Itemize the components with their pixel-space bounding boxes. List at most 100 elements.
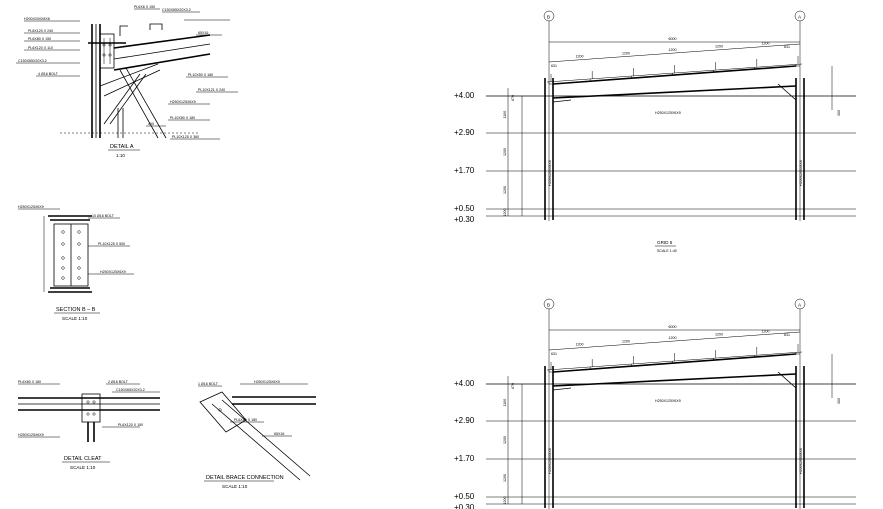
level-label: +4.00 [454, 91, 475, 100]
rise-dimension: 300 [837, 110, 841, 116]
span-dimension: 6000 [669, 325, 677, 329]
column-label: H200X200X8X8 [548, 160, 552, 186]
axis-label: B [547, 303, 550, 308]
section-bb-label: H250X125X6X9 [100, 270, 126, 274]
left-dimension: 1200 [503, 186, 507, 194]
detail-a-label: C150X65X20X3.2 [162, 8, 191, 12]
left-dimension: 1200 [503, 474, 507, 482]
detail-a-label: PL6X120 X 110 [28, 46, 53, 50]
detail-a-label: H200X200X8X8 [24, 17, 50, 21]
purlin-spacing: 1200 [761, 41, 769, 45]
span-dimension: 6000 [669, 37, 677, 41]
detail-cleat-scale: SCALE 1:10 [70, 465, 96, 470]
level-label: +0.30 [454, 503, 475, 509]
purlin-icon [713, 70, 718, 73]
detail-a-label: C150X65X20X3.2 [18, 59, 47, 63]
edge-dimension: 631 [784, 45, 790, 49]
detail-a-label: PL10X80 X 180 [170, 116, 195, 120]
purlin-spacing: 1200 [576, 55, 584, 59]
left-dimension: 1200 [503, 148, 507, 156]
left-dimension: 1200 [503, 497, 507, 505]
edge-dimension: 631 [784, 333, 790, 337]
knee-brace [777, 83, 797, 101]
level-label: +0.50 [454, 492, 475, 501]
detail-cleat-title: DETAIL CLEAT [64, 456, 102, 462]
purlin-icon [672, 73, 677, 76]
knee-brace [777, 371, 797, 389]
purlin-icon [754, 355, 759, 358]
purlin-icon [713, 358, 718, 361]
section-bb-label: PL10X125 X 500 [98, 242, 125, 246]
level-label: +1.70 [454, 166, 475, 175]
purlin-icon [631, 364, 636, 367]
purlin-icon [631, 76, 636, 79]
detail-a-label: PL6X80 X 150 [28, 37, 51, 41]
detail-brace-title: DETAIL BRACE CONNECTION [206, 475, 284, 481]
purlin-spacing: 1200 [622, 51, 630, 55]
detail-a-label: PL10X125 X 360 [172, 135, 199, 139]
detail-cleat-label: C150X65X20X3.2 [116, 388, 145, 392]
axis-label: A [798, 15, 802, 20]
level-label: +0.50 [454, 204, 475, 213]
purlin-icon [672, 361, 677, 364]
detail-cleat-label: PL6X120 X 150 [118, 423, 143, 427]
detail-brace-label: PL6X80 X 180 [234, 418, 257, 422]
rafter-bottom-flange [552, 85, 797, 99]
detail-brace-connection: H250X125X6X9 1 Ø16 BOLT PL6X80 X 180 65X… [198, 380, 316, 489]
purlin-spacing: 1200 [715, 45, 723, 49]
detail-brace-scale: SCALE 1:10 [222, 484, 248, 489]
purlin-icon [548, 82, 553, 85]
detail-a-label: 4 Ø16 BOLT [38, 72, 59, 76]
column-label: H200X200X8X8 [799, 160, 803, 186]
detail-a-label: H250X125X6X9 [170, 100, 196, 104]
grid-scale: SCALE 1:40 [657, 249, 677, 253]
section-bb-label: H250X125X6X9 [18, 205, 44, 209]
detail-a-label: PL8X120 X 240 [28, 29, 53, 33]
detail-brace-label: 65X16 [274, 432, 284, 436]
edge-dimension: 631 [551, 64, 557, 68]
rafter-label: H250X125X6X9 [655, 399, 681, 403]
detail-a: PL6X6 X 150 C150X65X20X3.2 H200X200X8X8 … [16, 5, 238, 158]
purlin-icon [795, 64, 800, 67]
detail-a-label: 400 [148, 122, 154, 126]
section-bb: H250X125X6X9 10 Ø16 BOLT PL10X125 X 500 … [18, 205, 134, 321]
purlin-icon [548, 370, 553, 373]
level-label: +2.90 [454, 128, 475, 137]
purlin-dimension-line [548, 43, 801, 63]
detail-a-label: PL10X50 X 180 [188, 73, 213, 77]
rise-dimension: 300 [837, 398, 841, 404]
section-bb-scale: SCALE 1:10 [62, 316, 88, 321]
purlin-icon [754, 67, 759, 70]
detail-a-scale: 1:10 [116, 153, 125, 158]
detail-a-label: PL10X121 X 240 [198, 88, 225, 92]
edge-dimension: 631 [551, 352, 557, 356]
section-bb-title: SECTION B – B [56, 307, 96, 313]
purlin-spacing: 1200 [761, 329, 769, 333]
column-label: H200X200X8X8 [548, 448, 552, 474]
purlin-spacing: 1200 [669, 336, 677, 340]
left-dimension: 1200 [503, 209, 507, 217]
bolt-group [61, 230, 81, 280]
column-label: H200X200X8X8 [799, 448, 803, 474]
purlin-icon [589, 79, 595, 82]
detail-cleat-label: H250X125X6X9 [18, 433, 44, 437]
detail-a-label: PL6X6 X 150 [134, 5, 155, 9]
detail-a-label: 65X16 [198, 31, 208, 35]
section-bb-label: 10 Ø16 BOLT [92, 214, 115, 218]
detail-a-title: DETAIL A [110, 144, 134, 150]
knee-brace [552, 99, 572, 103]
left-dimension: 1200 [503, 436, 507, 444]
purlin-spacing: 1200 [715, 333, 723, 337]
detail-brace-label: 1 Ø16 BOLT [198, 382, 219, 386]
detail-cleat-label: 2 Ø16 BOLT [108, 380, 129, 384]
rafter-bottom-flange [552, 373, 797, 387]
purlin-spacing: 1200 [576, 343, 584, 347]
detail-cleat-label: PL6X80 X 180 [18, 380, 41, 384]
purlin-icon [589, 367, 595, 370]
left-dimension: 1100 [503, 111, 507, 119]
left-dimension: 670 [511, 383, 515, 389]
purlin-spacing: 1200 [622, 339, 630, 343]
